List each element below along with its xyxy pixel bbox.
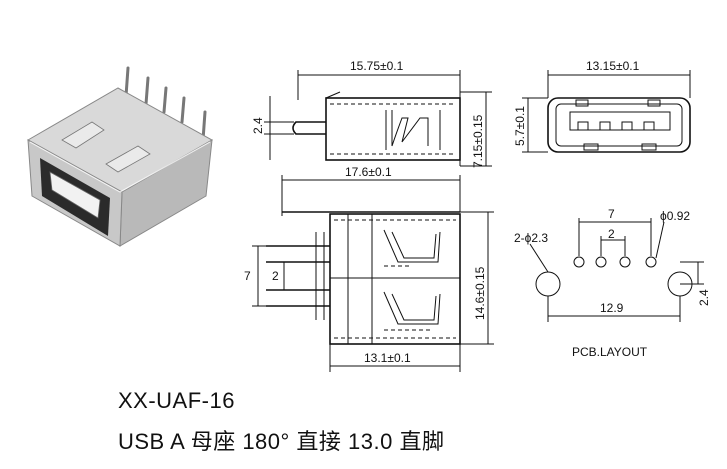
side-view: 17.6±0.1 7 2 1 xyxy=(244,165,494,372)
pcb-layout: 7 2 ϕ0.92 2-ϕ2.3 12.9 2.4 PCB.LAYOUT xyxy=(514,207,711,359)
pcb-mount-span: 12.9 xyxy=(600,301,624,315)
top-view: 15.75±0.1 2.4 7.15±0.15 xyxy=(251,59,492,168)
dim-side-length: 17.6±0.1 xyxy=(345,165,392,179)
pcb-layout-label: PCB.LAYOUT xyxy=(572,345,648,359)
dim-front-height: 5.7±0.1 xyxy=(513,106,527,146)
pcb-pin-span: 7 xyxy=(608,207,615,221)
pcb-mount-offset: 2.4 xyxy=(697,289,711,306)
front-view: 13.15±0.1 5.7±0.1 xyxy=(513,59,691,153)
dim-front-width: 13.15±0.1 xyxy=(586,59,640,73)
dim-top-height-right: 7.15±0.15 xyxy=(471,114,485,168)
dim-top-length: 15.75±0.1 xyxy=(350,59,404,73)
product-description: USB A 母座 180° 直接 13.0 直脚 xyxy=(118,429,445,454)
pcb-mount-hole: 2-ϕ2.3 xyxy=(514,231,548,245)
dim-side-height: 14.6±0.15 xyxy=(473,266,487,320)
pcb-pin-pitch: 2 xyxy=(608,227,615,241)
usb-connector-photo xyxy=(26,66,214,247)
dim-side-pin-span: 7 xyxy=(244,269,251,283)
dim-top-height-left: 2.4 xyxy=(251,117,265,134)
pcb-pin-hole: ϕ0.92 xyxy=(660,209,690,223)
model-number: XX-UAF-16 xyxy=(118,388,235,413)
dim-side-bottom: 13.1±0.1 xyxy=(364,351,411,365)
dim-side-pin-pitch: 2 xyxy=(272,269,279,283)
